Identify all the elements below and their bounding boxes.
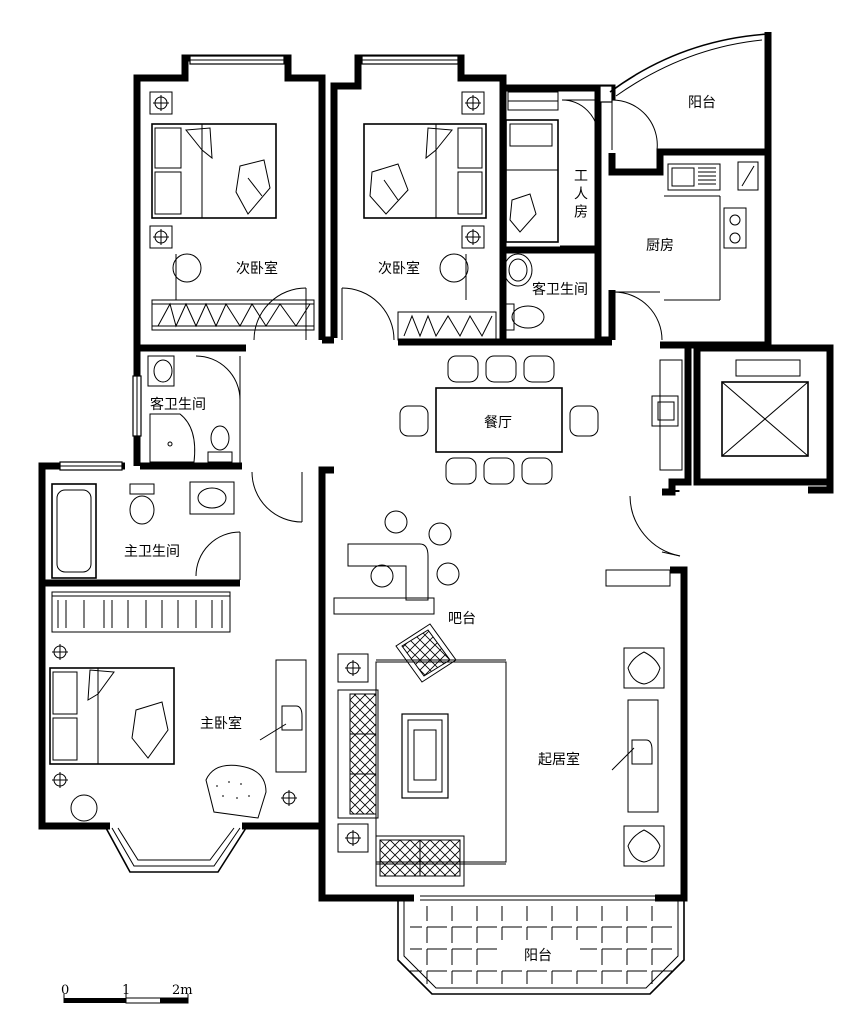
servant-room-furniture <box>505 91 598 247</box>
label-bar: 吧台 <box>448 611 476 627</box>
balcony-bottom <box>397 900 685 995</box>
bay-window <box>105 827 247 873</box>
bedroom-left-furniture <box>149 91 315 331</box>
living-room-furniture <box>337 569 671 887</box>
guest-bath-right-fixtures <box>503 253 545 331</box>
elevator-core <box>721 359 809 457</box>
label-guest-bath-right: 客卫生间 <box>532 281 588 298</box>
dining-furniture <box>399 355 683 485</box>
scale-bar: 0 1 2m <box>61 983 193 1004</box>
label-bedroom2-left: 次卧室 <box>236 260 278 277</box>
label-kitchen: 厨房 <box>646 238 674 254</box>
label-living-room: 起居室 <box>538 751 580 768</box>
scale-tick-2: 2m <box>172 983 193 998</box>
label-bedroom2-right: 次卧室 <box>378 260 420 277</box>
label-guest-bath-left: 客卫生间 <box>150 396 206 413</box>
master-bath-fixtures <box>51 481 235 579</box>
label-balcony-top: 阳台 <box>688 95 716 111</box>
scale-tick-0: 0 <box>61 983 69 998</box>
master-bedroom-furniture <box>49 591 307 822</box>
label-servant-room: 工人房 <box>572 168 588 222</box>
label-master-bedroom: 主卧室 <box>200 715 242 732</box>
label-dining: 餐厅 <box>484 415 512 431</box>
bedroom-right-furniture <box>363 91 497 341</box>
label-master-bath: 主卫生间 <box>124 544 180 560</box>
bar-furniture <box>333 510 460 615</box>
room-labels: 次卧室 次卧室 阳台 厨房 客卫生间 客卫生间 餐厅 主卫生间 吧台 主卧室 起… <box>124 95 716 964</box>
guest-bath-left-fixtures <box>147 355 233 463</box>
kitchen-furniture <box>664 161 759 301</box>
balcony-top <box>609 33 769 151</box>
scale-tick-1: 1 <box>122 983 130 998</box>
windows <box>59 55 655 901</box>
label-balcony-bottom: 阳台 <box>524 948 552 964</box>
